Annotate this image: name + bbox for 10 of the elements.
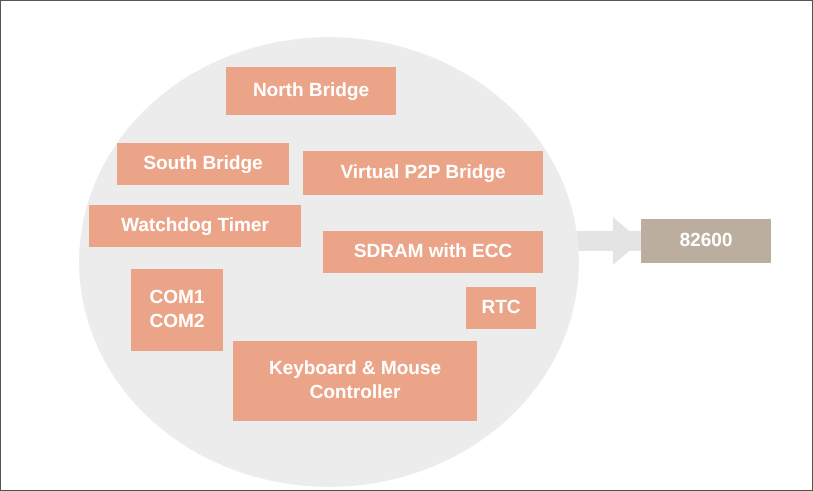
component-box: Keyboard & Mouse Controller	[233, 341, 477, 421]
component-box: COM1 COM2	[131, 269, 223, 351]
arrow	[577, 217, 641, 265]
component-box: North Bridge	[226, 67, 396, 115]
component-box: RTC	[466, 287, 536, 329]
component-box: South Bridge	[117, 143, 289, 185]
component-box: Watchdog Timer	[89, 205, 301, 247]
component-box: SDRAM with ECC	[323, 231, 543, 273]
component-box: Virtual P2P Bridge	[303, 151, 543, 195]
component-box: 82600	[641, 219, 771, 263]
